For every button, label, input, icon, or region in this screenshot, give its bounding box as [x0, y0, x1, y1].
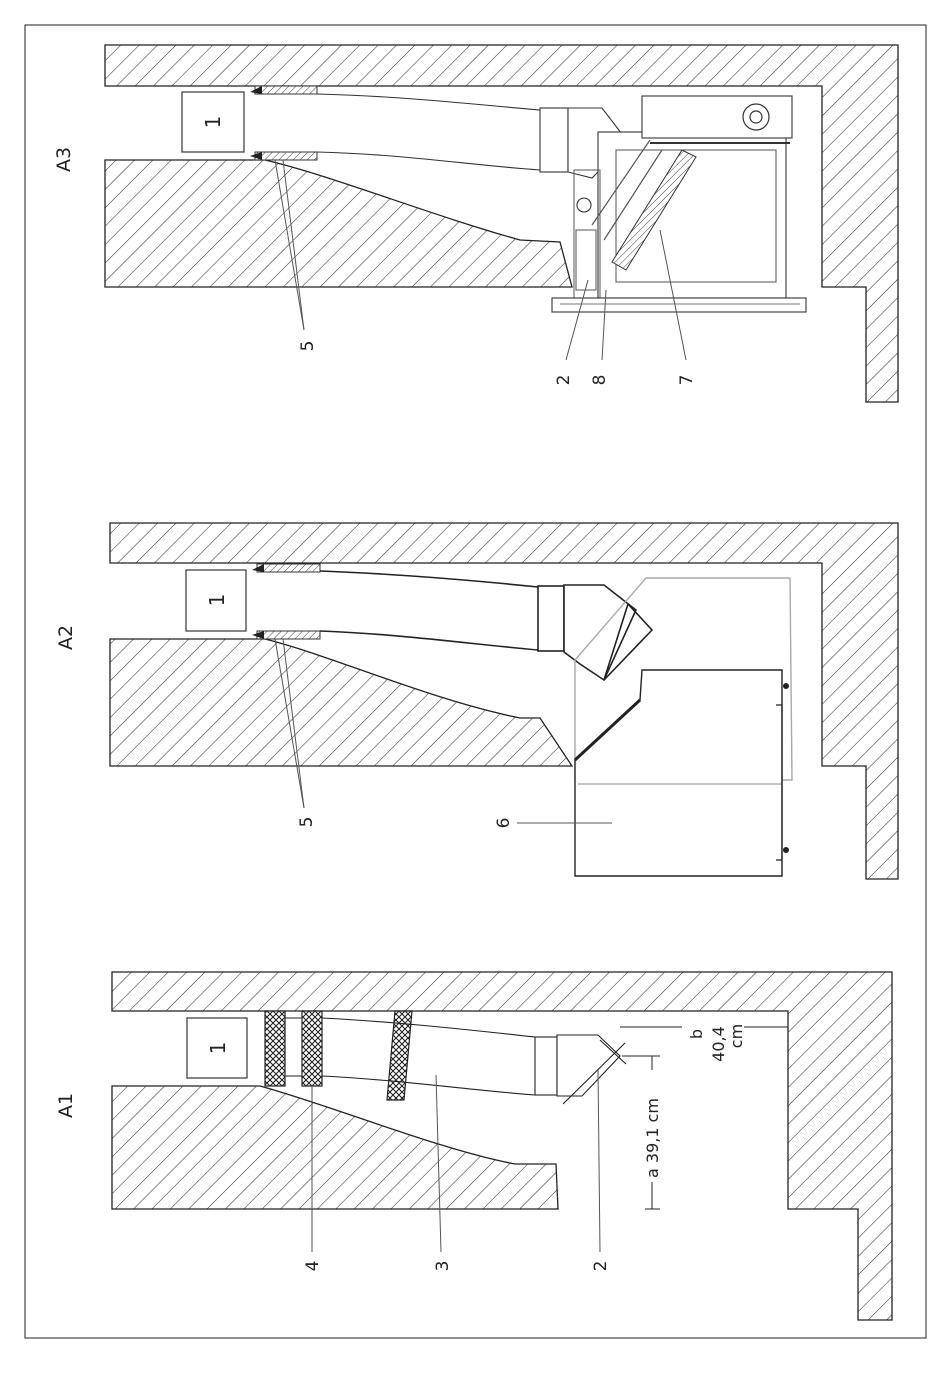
a3-lower-masonry [105, 160, 572, 287]
a3-seal-top [255, 86, 317, 94]
panel-a3: A3 1 5 2 8 7 [53, 45, 898, 402]
a1-title: A1 [55, 1093, 77, 1118]
a1-callout-4: 4 [303, 1261, 323, 1272]
a2-stove [575, 670, 782, 876]
a3-callout-8: 8 [590, 375, 610, 386]
a1-marker-label: 1 [206, 1042, 230, 1055]
a1-callout-3: 3 [433, 1261, 453, 1272]
a1-dimension-a: a 39,1 cm [643, 1098, 662, 1178]
a1-dimension-b-unit: cm [727, 1024, 746, 1048]
a3-seal-bottom [255, 152, 317, 160]
a3-marker-label: 1 [201, 116, 225, 129]
a3-callout-7: 7 [677, 375, 697, 386]
a2-title: A2 [55, 625, 77, 650]
a1-dimension-b-value: 40,4 [709, 1026, 728, 1062]
a3-title: A3 [53, 147, 75, 172]
a2-seal-bottom [257, 631, 320, 639]
a1-lower-masonry [112, 1086, 558, 1209]
a1-callout-2: 2 [591, 1261, 611, 1272]
a2-callout-5: 5 [297, 817, 317, 828]
a2-seal-top [257, 564, 320, 572]
a1-insulation-1 [265, 1011, 285, 1086]
panel-a2: A2 1 5 6 [55, 523, 898, 879]
a2-marker-label: 1 [205, 594, 229, 607]
panel-a1: A1 1 a 39,1 cm b 40,4 cm 4 3 2 [55, 972, 892, 1320]
a1-insulation-2 [302, 1011, 322, 1086]
a3-callout-2: 2 [554, 375, 574, 386]
a2-callout-6: 6 [494, 818, 514, 829]
a2-lower-masonry [110, 639, 572, 766]
a3-callout-5: 5 [298, 341, 318, 352]
a1-dimension-b-letter: b [687, 1029, 706, 1039]
